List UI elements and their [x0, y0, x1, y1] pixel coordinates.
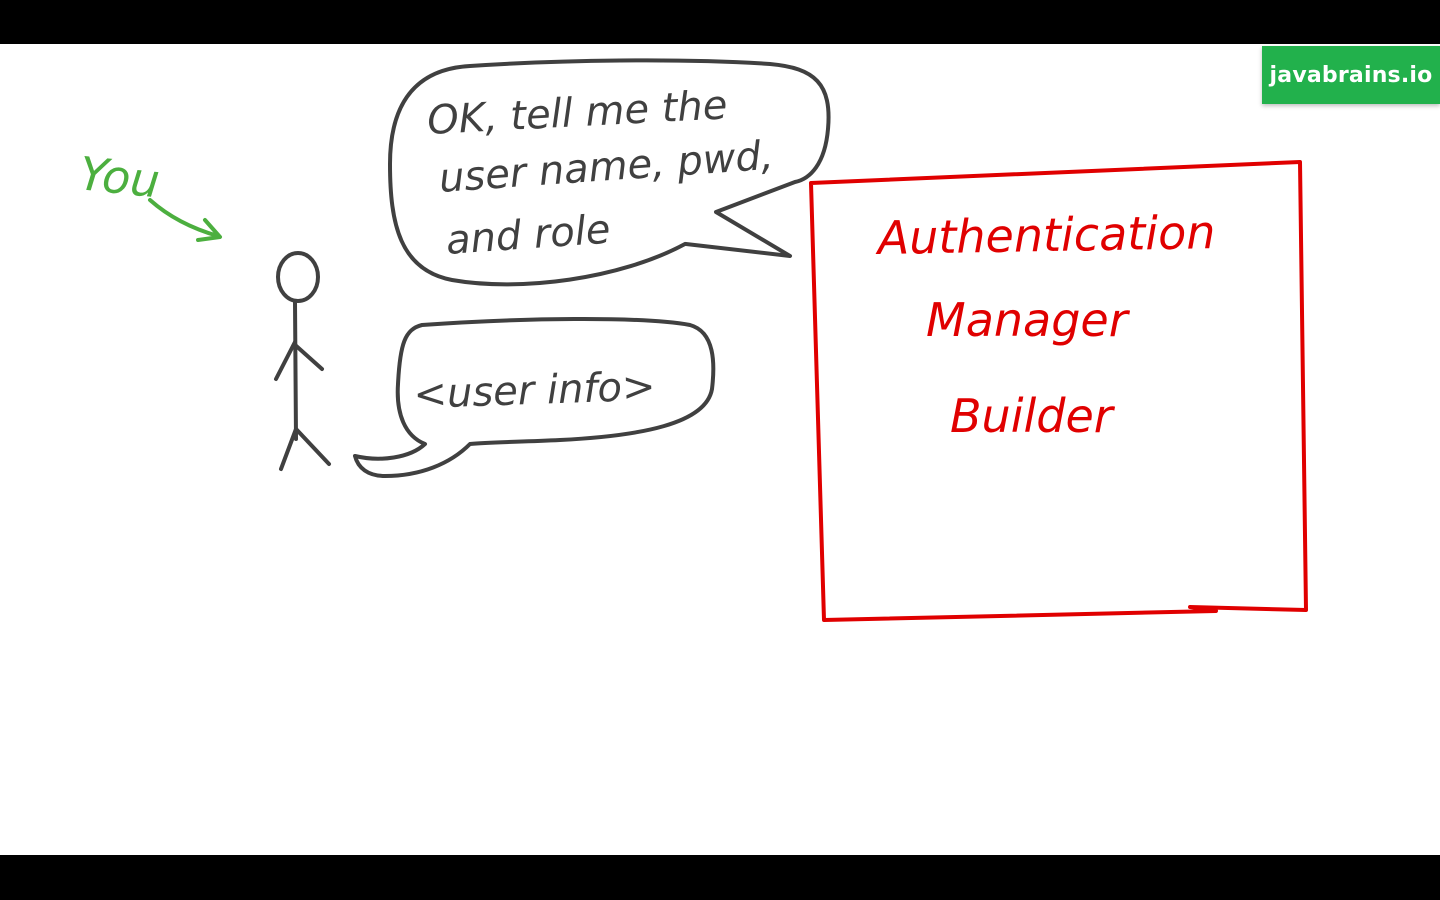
auth-manager-builder-box: Authentication Manager Builder: [809, 160, 1308, 622]
auth-box-line-2: Manager: [926, 293, 1131, 347]
stick-figure-body: [293, 300, 298, 441]
brand-label: javabrains.io: [1269, 62, 1433, 88]
speech-bubble-bottom-outline: [353, 316, 716, 478]
stick-figure-arms: [274, 340, 324, 381]
letterbox-top: [0, 0, 1440, 44]
stick-figure: [274, 251, 331, 471]
diagram-drawing: You OK, tell me the user name, pwd, and …: [77, 58, 1308, 622]
stick-figure-head: [276, 251, 320, 303]
whiteboard-canvas: You OK, tell me the user name, pwd, and …: [0, 44, 1440, 855]
speech-bubble-top-line-3: and role: [444, 207, 611, 264]
stick-figure-legs: [279, 425, 331, 471]
you-label: You: [77, 146, 163, 208]
speech-bubble-bottom: <user info>: [353, 316, 716, 478]
auth-box-outline: [809, 160, 1308, 622]
you-arrow: [148, 198, 220, 238]
auth-box-line-3: Builder: [950, 389, 1116, 443]
you-annotation: You: [77, 146, 222, 242]
speech-bubble-top-line-2: user name, pwd,: [437, 133, 774, 202]
auth-box-line-1: Authentication: [874, 205, 1216, 265]
javabrains-badge: javabrains.io: [1262, 46, 1440, 104]
speech-bubble-top-outline: [388, 58, 831, 287]
you-arrow-head: [196, 218, 222, 242]
letterbox-bottom: [0, 855, 1440, 900]
speech-bubble-top-line-1: OK, tell me the: [426, 82, 728, 144]
speech-bubble-top: OK, tell me the user name, pwd, and role: [388, 58, 831, 287]
speech-bubble-bottom-text: <user info>: [413, 364, 656, 418]
